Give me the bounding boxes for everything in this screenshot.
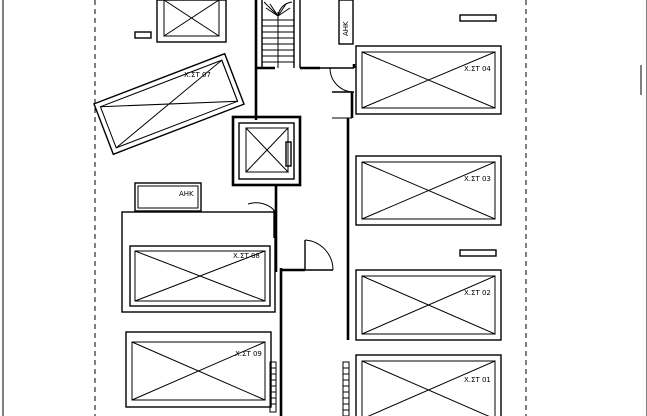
lift-core	[231, 115, 302, 187]
top-right-small-box	[459, 14, 497, 22]
ahk-top-label: ΑΗΚ	[342, 21, 350, 36]
top-left-small-box	[134, 31, 152, 39]
right-mid-small-box	[459, 249, 497, 257]
hatch-strip-right	[342, 361, 350, 416]
ahk-left-box	[134, 182, 202, 212]
storage-01-label: Χ.ΣΤ 01	[464, 376, 491, 384]
storage-04-label: Χ.ΣΤ 04	[464, 65, 491, 73]
ahk-top-box	[338, 0, 354, 45]
storage-03	[355, 155, 502, 226]
storage-03-label: Χ.ΣΤ 03	[464, 175, 491, 183]
door-arc-top	[329, 67, 355, 93]
storage-09	[125, 331, 272, 408]
top-storage-cell	[156, 0, 227, 43]
ahk-left-label: ΑΗΚ	[179, 190, 194, 198]
door-arc-left	[247, 202, 275, 211]
storage-07	[93, 52, 245, 156]
storage-08-label: Χ.ΣΤ 08	[233, 252, 260, 260]
storage-02-label: Χ.ΣΤ 02	[464, 289, 491, 297]
stair-core	[254, 0, 301, 70]
storage-07-label: Χ.ΣΤ 07	[184, 71, 211, 79]
storage-02	[355, 269, 502, 341]
storage-04	[355, 45, 502, 115]
storage-01	[355, 354, 502, 416]
storage-09-label: Χ.ΣΤ 09	[235, 350, 262, 358]
storage-08	[121, 211, 276, 313]
door-arc-mid	[304, 239, 334, 271]
